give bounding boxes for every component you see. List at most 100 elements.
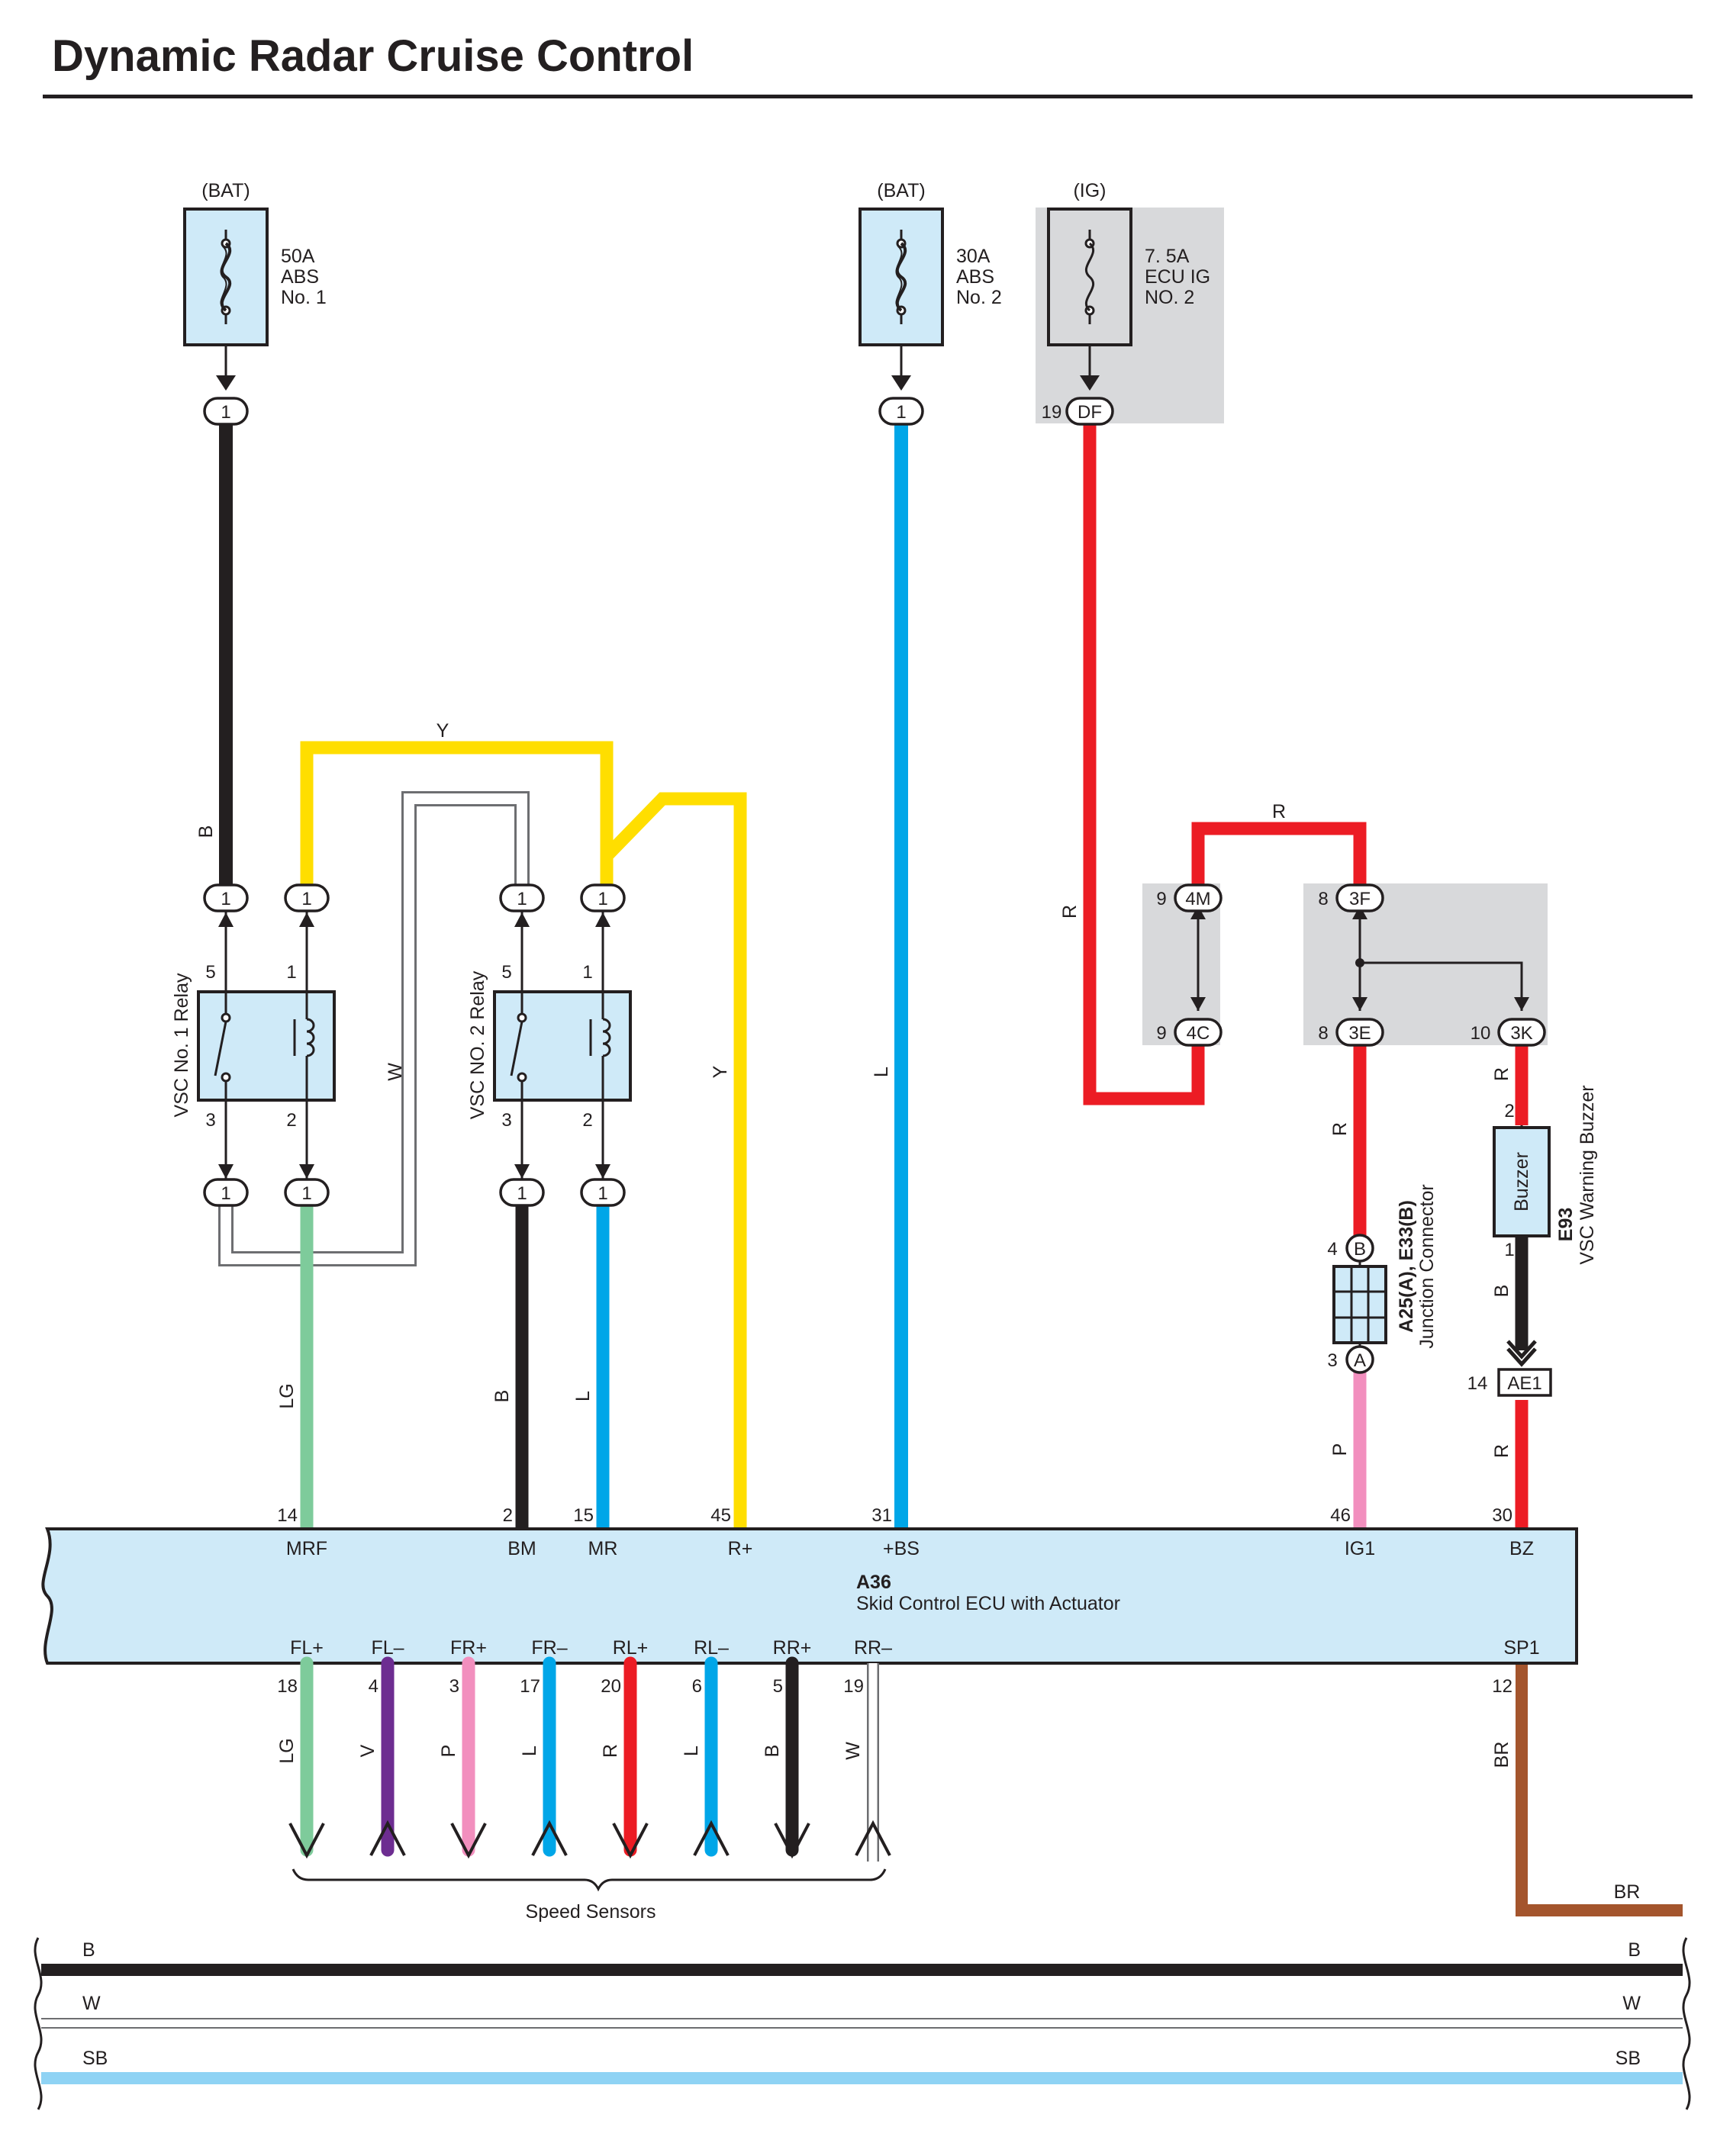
svg-text:4M: 4M bbox=[1185, 889, 1210, 909]
svg-text:3E: 3E bbox=[1348, 1023, 1371, 1044]
ecu-pin-number: 6 bbox=[692, 1676, 702, 1697]
ecu-pin-number: 46 bbox=[1330, 1505, 1351, 1526]
svg-text:L: L bbox=[871, 1067, 892, 1077]
wire-y-loop bbox=[300, 741, 614, 885]
legend-label-right: SB bbox=[1616, 2048, 1641, 2069]
svg-text:A36: A36 bbox=[856, 1572, 891, 1593]
svg-text:R: R bbox=[1059, 905, 1081, 919]
ecu-terminal-name: FR+ bbox=[450, 1637, 487, 1659]
svg-text:2: 2 bbox=[582, 1110, 592, 1131]
ecu-bottom-terminals: FL+18LGFL–4VFR+3PFR–17LRL+20RRL–6LRR+5BR… bbox=[276, 1637, 1540, 1768]
svg-text:8: 8 bbox=[1318, 889, 1328, 909]
svg-text:1: 1 bbox=[1504, 1240, 1514, 1260]
ecu-pin-number: 15 bbox=[573, 1505, 594, 1526]
ecu-pin-number: 14 bbox=[277, 1505, 298, 1526]
ecu-terminal-name: +BS bbox=[883, 1538, 920, 1559]
junction-4m-4c: 4M 9 4C 9 bbox=[1156, 883, 1223, 1047]
svg-text:W: W bbox=[385, 1063, 406, 1081]
ecu-terminal-name: MR bbox=[588, 1538, 618, 1559]
svg-text:7. 5A: 7. 5A bbox=[1145, 246, 1190, 267]
svg-text:5: 5 bbox=[205, 962, 215, 983]
svg-text:B: B bbox=[491, 1390, 513, 1403]
svg-text:1: 1 bbox=[221, 1183, 230, 1204]
svg-text:ECU IG: ECU IG bbox=[1145, 266, 1210, 288]
ecu-terminal-name: BZ bbox=[1509, 1538, 1534, 1559]
svg-text:R: R bbox=[1491, 1067, 1512, 1081]
ecu-terminal-name: R+ bbox=[728, 1538, 753, 1559]
svg-text:1: 1 bbox=[301, 1183, 311, 1204]
svg-text:E93: E93 bbox=[1555, 1208, 1577, 1241]
fuse-icon bbox=[1084, 242, 1095, 312]
svg-text:R: R bbox=[1491, 1444, 1512, 1458]
wire-color-label: L bbox=[681, 1746, 702, 1756]
coil-icon bbox=[602, 1018, 611, 1057]
ecu-terminal-name: FL– bbox=[371, 1637, 404, 1659]
svg-text:ABS: ABS bbox=[281, 266, 319, 288]
svg-text:1: 1 bbox=[582, 962, 592, 983]
wire-color-label: R bbox=[600, 1744, 621, 1758]
ecu-terminal-name: BM bbox=[507, 1538, 536, 1559]
svg-text:No. 1: No. 1 bbox=[281, 287, 327, 308]
ecu-terminal-name: RL+ bbox=[613, 1637, 649, 1659]
ecu-terminal-name: RL– bbox=[694, 1637, 729, 1659]
wire-color-label: W bbox=[842, 1742, 864, 1760]
svg-text:1: 1 bbox=[221, 889, 230, 909]
svg-text:1: 1 bbox=[286, 962, 296, 983]
sensor-arrow bbox=[693, 1820, 730, 1856]
coil-icon bbox=[306, 1018, 315, 1057]
speed-sensor-wires bbox=[288, 1656, 891, 1862]
svg-text:A: A bbox=[1354, 1350, 1366, 1371]
fuse-icon bbox=[220, 242, 232, 312]
svg-text:3K: 3K bbox=[1510, 1023, 1532, 1044]
svg-text:1: 1 bbox=[301, 889, 311, 909]
svg-text:8: 8 bbox=[1318, 1023, 1328, 1044]
svg-text:Speed Sensors: Speed Sensors bbox=[526, 1901, 656, 1923]
svg-text:No. 2: No. 2 bbox=[956, 287, 1002, 308]
vsc-no1-relay: 1 1 5 1 3 2 1 1 VSC No. 1 Relay bbox=[171, 883, 336, 1207]
ecu-pin-number: 30 bbox=[1492, 1505, 1512, 1526]
svg-text:Skid Control ECU with Actuator: Skid Control ECU with Actuator bbox=[856, 1593, 1120, 1614]
svg-text:9: 9 bbox=[1156, 1023, 1166, 1044]
fuse-abs-no2: (BAT) 30A ABS No. 2 bbox=[858, 180, 1002, 391]
wire-color-label: L bbox=[519, 1746, 540, 1756]
ecu-pin-number: 5 bbox=[773, 1676, 783, 1697]
ecu-pin-number: 12 bbox=[1492, 1676, 1512, 1697]
fuse1-source: (BAT) bbox=[201, 180, 250, 201]
wire-color-label: LG bbox=[276, 1738, 298, 1763]
sensor-arrow bbox=[855, 1820, 891, 1856]
speed-sensors-bracket bbox=[292, 1868, 887, 1892]
svg-text:19: 19 bbox=[1042, 402, 1062, 423]
wire-color-label: BR bbox=[1491, 1742, 1512, 1768]
fuse-abs-no1: (BAT) 50A ABS No. 1 bbox=[183, 180, 327, 391]
svg-text:1: 1 bbox=[517, 889, 527, 909]
svg-text:BR: BR bbox=[1614, 1881, 1641, 1903]
svg-text:A25(A), E33(B): A25(A), E33(B) bbox=[1396, 1200, 1417, 1333]
fuse-icon bbox=[895, 242, 907, 312]
svg-text:Y: Y bbox=[710, 1065, 731, 1078]
svg-text:3F: 3F bbox=[1349, 889, 1371, 909]
legend-label-right: B bbox=[1628, 1939, 1641, 1961]
svg-text:(BAT): (BAT) bbox=[877, 180, 925, 201]
ecu-pin-number: 2 bbox=[503, 1505, 513, 1526]
fuse-ecu-ig-no2: (IG) 7. 5A ECU IG NO. 2 bbox=[1047, 180, 1210, 391]
ecu-terminal-name: FL+ bbox=[290, 1637, 324, 1659]
ecu-terminal-name: IG1 bbox=[1345, 1538, 1375, 1559]
wire-r-ig bbox=[1083, 423, 1205, 1105]
svg-text:50A: 50A bbox=[281, 246, 315, 267]
wire-br bbox=[1516, 1663, 1683, 1916]
ecu-pin-number: 4 bbox=[369, 1676, 379, 1697]
ecu-pin-number: 3 bbox=[449, 1676, 459, 1697]
svg-text:B: B bbox=[1354, 1239, 1366, 1260]
ecu-pin-number: 18 bbox=[277, 1676, 298, 1697]
break-edge-left bbox=[34, 1937, 43, 2110]
sensor-arrow bbox=[774, 1823, 810, 1859]
svg-text:R: R bbox=[1272, 801, 1286, 822]
ecu-pin-number: 31 bbox=[871, 1505, 892, 1526]
svg-text:4C: 4C bbox=[1187, 1023, 1210, 1044]
sensor-arrow bbox=[612, 1823, 649, 1859]
wire-y-branch bbox=[601, 792, 747, 1527]
ecu-terminal-name: RR– bbox=[854, 1637, 892, 1659]
